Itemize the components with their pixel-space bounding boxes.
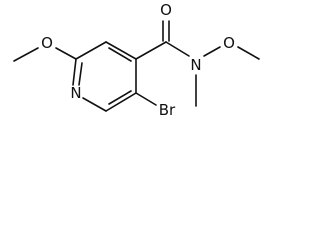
bond-c5-c6-inner bbox=[108, 90, 132, 105]
bond-o-methyl bbox=[237, 46, 260, 60]
chemical-structure: N O Br O N O bbox=[13, 1, 260, 119]
bond-c2-c3 bbox=[75, 41, 107, 60]
bond-carbonyl-n bbox=[165, 41, 190, 57]
bond-n1-c2-inner bbox=[78, 62, 83, 86]
bond-o-ch3 bbox=[13, 47, 39, 62]
pyridine-ring bbox=[72, 41, 137, 112]
bond-c6-n1 bbox=[82, 97, 107, 112]
bond-c5-c6 bbox=[105, 92, 137, 112]
bond-c5-br bbox=[135, 92, 157, 106]
n-methoxy-oxygen-label: O bbox=[223, 34, 235, 52]
ring-nitrogen-label: N bbox=[70, 84, 81, 102]
weinreb-amide-group bbox=[135, 20, 260, 107]
bond-c3-c4 bbox=[105, 41, 137, 60]
amide-nitrogen-label: N bbox=[190, 56, 201, 74]
bond-c2-o bbox=[55, 47, 77, 60]
bond-c3-c4-inner bbox=[108, 47, 132, 62]
carbonyl-oxygen-label: O bbox=[160, 1, 172, 19]
bond-n1-c2 bbox=[72, 58, 77, 86]
bond-c4-carbonyl bbox=[135, 41, 167, 60]
ring-methoxy-group bbox=[13, 47, 77, 62]
bromo-group bbox=[135, 92, 157, 106]
bromine-label: Br bbox=[159, 101, 176, 119]
ring-methoxy-oxygen-label: O bbox=[41, 34, 53, 52]
bond-n-o bbox=[203, 46, 221, 57]
